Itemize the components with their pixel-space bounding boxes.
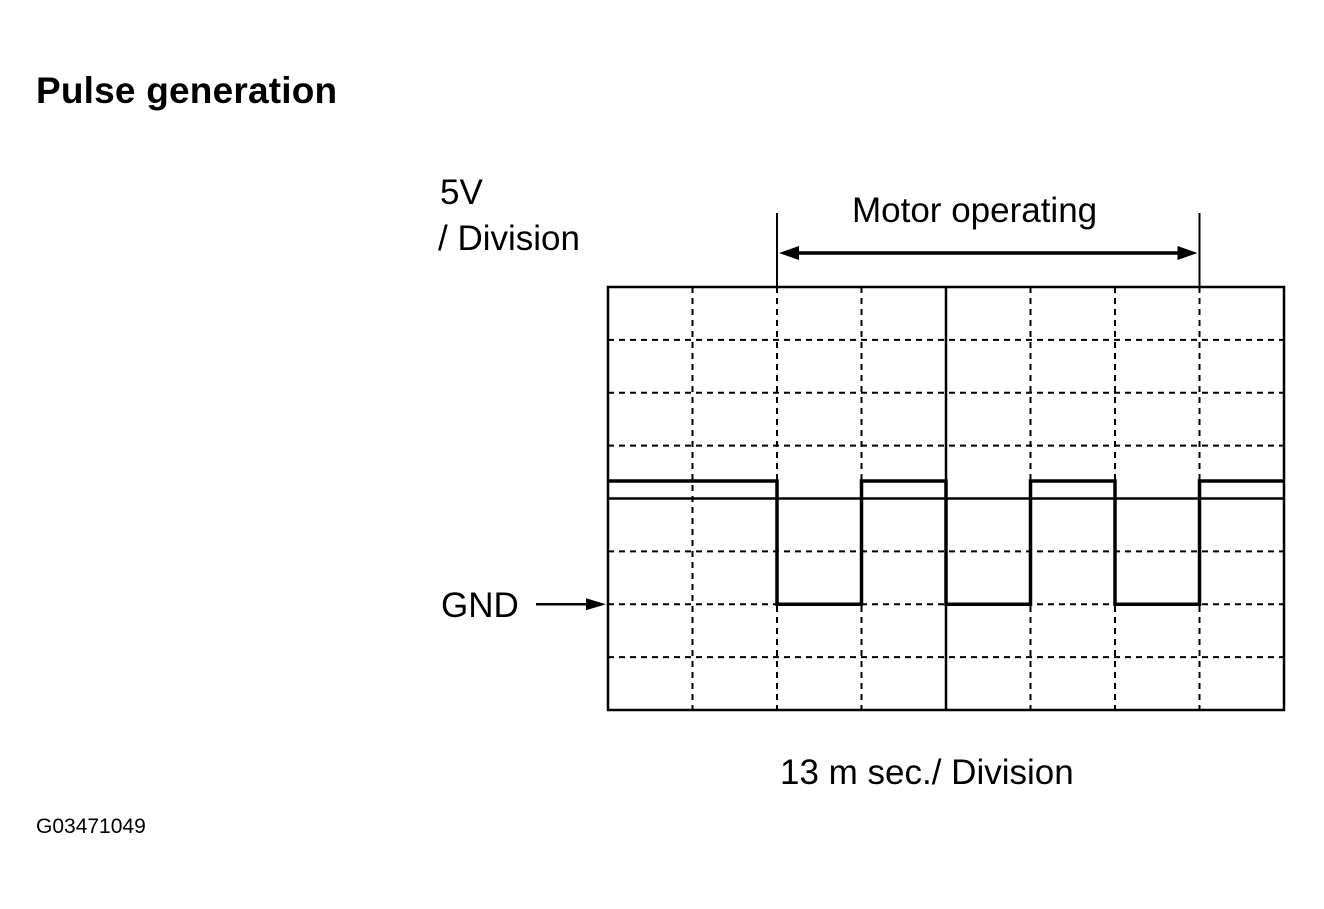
horizontal-scale-label: 13 m sec./ Division xyxy=(780,753,1074,792)
interval-arrow-left-head xyxy=(779,246,799,260)
interval-arrow-right-head xyxy=(1177,246,1198,260)
vertical-scale-unit: / Division xyxy=(438,219,580,258)
interval-marker xyxy=(776,213,1201,287)
figure-title: Pulse generation xyxy=(36,70,338,111)
interval-label: Motor operating xyxy=(852,191,1098,230)
ground-arrow xyxy=(536,598,606,611)
figure-code: G03471049 xyxy=(36,815,146,838)
pulse-waveform xyxy=(608,479,1284,606)
ground-label: GND xyxy=(441,586,519,625)
vertical-scale-value: 5V xyxy=(440,173,483,212)
ground-arrow-head xyxy=(586,598,606,611)
